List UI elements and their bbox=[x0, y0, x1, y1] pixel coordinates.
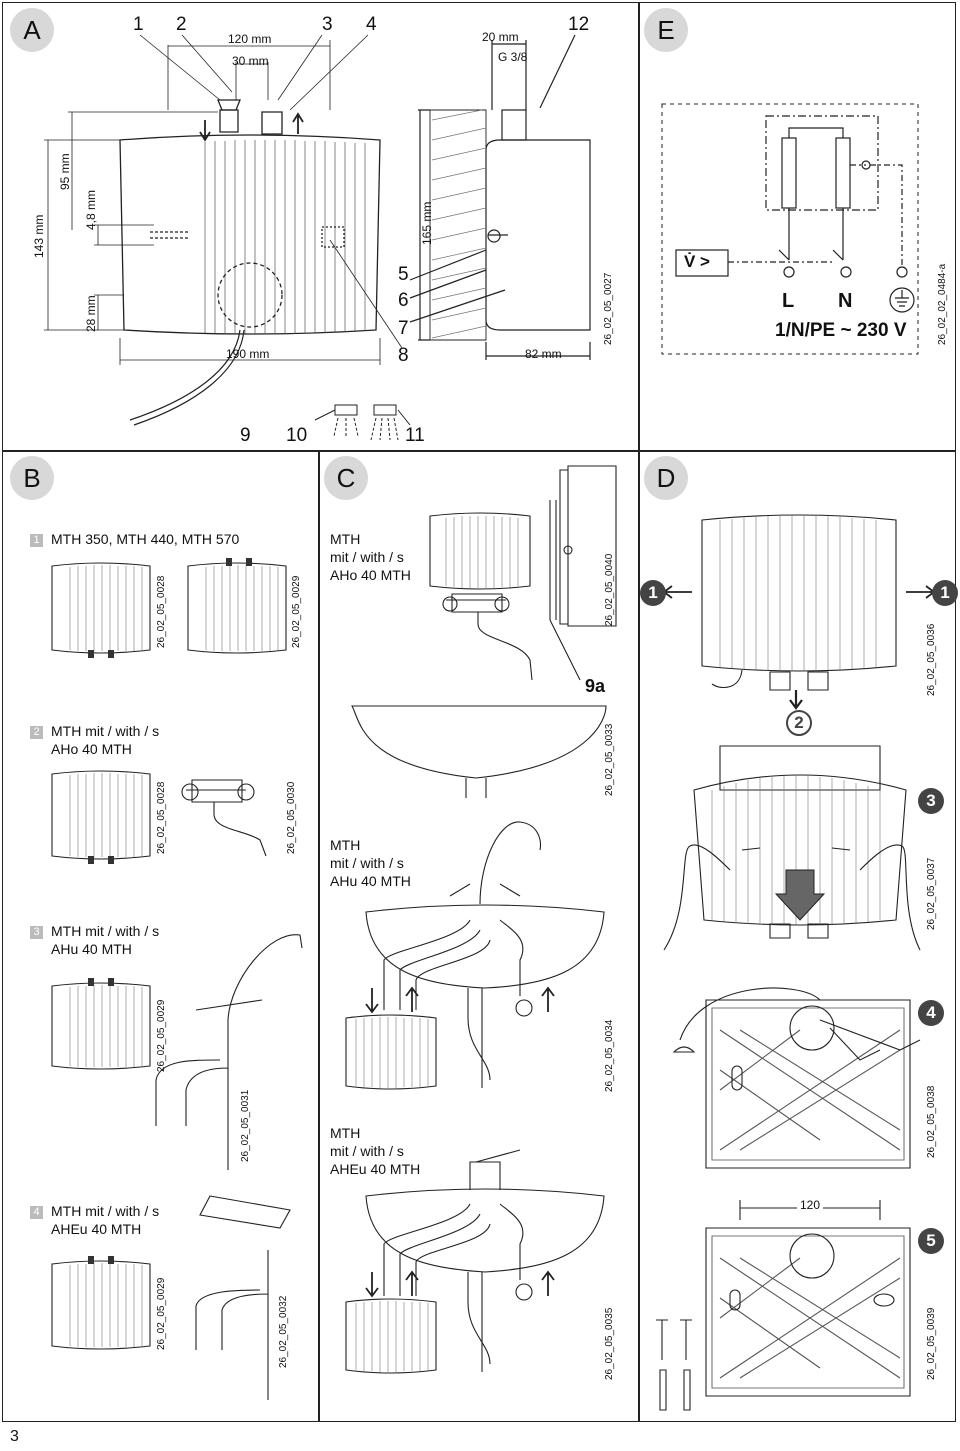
dim-190mm: 190 mm bbox=[226, 347, 270, 361]
divider-b-c bbox=[318, 450, 320, 1422]
c-item-1: MTH mit / with / s AHo 40 MTH bbox=[330, 530, 411, 584]
page-frame bbox=[2, 2, 956, 1422]
b-item-2: 2 MTH mit / with / s AHo 40 MTH bbox=[30, 722, 159, 758]
dim-thread: G 3/8 bbox=[498, 50, 528, 64]
volume-flow-symbol: V̇ > bbox=[684, 252, 710, 271]
d-step-1-left: 1 bbox=[640, 580, 666, 606]
c-item-1-line1: MTH bbox=[330, 531, 361, 547]
b-item-3: 3 MTH mit / with / s AHu 40 MTH bbox=[30, 922, 159, 958]
callout-8: 8 bbox=[398, 345, 409, 366]
d-step-1-right: 1 bbox=[932, 580, 958, 606]
b-item-4: 4 MTH mit / with / s AHEu 40 MTH bbox=[30, 1202, 159, 1238]
callout-2: 2 bbox=[176, 14, 187, 35]
b-item-3-line2: AHu 40 MTH bbox=[51, 941, 132, 957]
heater-front-view bbox=[44, 34, 591, 441]
figure-code-d-2: 26_02_05_0037 bbox=[926, 857, 937, 930]
b-item-2-num: 2 bbox=[30, 726, 43, 739]
c-item-2: MTH mit / with / s AHu 40 MTH bbox=[330, 836, 411, 890]
c-item-2-line3: AHu 40 MTH bbox=[330, 873, 411, 889]
divider-a-e bbox=[638, 2, 640, 450]
c-item-3: MTH mit / with / s AHEu 40 MTH bbox=[330, 1124, 420, 1178]
callout-10: 10 bbox=[286, 425, 308, 446]
c-item-3-line3: AHEu 40 MTH bbox=[330, 1161, 421, 1177]
dim-30mm: 30 mm bbox=[232, 54, 269, 68]
callout-9: 9 bbox=[240, 425, 251, 446]
page-number: 3 bbox=[10, 1428, 19, 1445]
panel-label-e: E bbox=[644, 8, 688, 52]
callout-12: 12 bbox=[568, 14, 590, 35]
d-step-3: 3 bbox=[918, 788, 944, 814]
panel-label-c: C bbox=[324, 456, 368, 500]
callout-5: 5 bbox=[398, 264, 409, 285]
callout-1: 1 bbox=[133, 14, 144, 35]
supply-voltage-label: 1/N/PE ~ 230 V bbox=[775, 320, 907, 341]
c-item-1-line2: mit / with / s bbox=[330, 549, 404, 565]
b-item-4-line2: AHEu 40 MTH bbox=[51, 1221, 142, 1237]
callout-6: 6 bbox=[398, 290, 409, 311]
b-item-4-num: 4 bbox=[30, 1206, 43, 1219]
callout-11: 11 bbox=[405, 425, 425, 446]
b-item-1-num: 1 bbox=[30, 534, 43, 547]
b-item-3-num: 3 bbox=[30, 926, 43, 939]
c-item-1-line3: AHo 40 MTH bbox=[330, 567, 411, 583]
dim-120mm: 120 mm bbox=[228, 32, 272, 46]
dim-82mm: 82 mm bbox=[525, 347, 562, 361]
b-item-2-line1: MTH mit / with / s bbox=[51, 723, 160, 739]
callout-4: 4 bbox=[366, 14, 377, 35]
c-item-3-line1: MTH bbox=[330, 1125, 361, 1141]
callout-3: 3 bbox=[322, 14, 333, 35]
b-item-3-line1: MTH mit / with / s bbox=[51, 923, 160, 939]
figure-code-d-4: 26_02_05_0039 bbox=[926, 1307, 937, 1380]
terminal-label-l: L bbox=[782, 290, 795, 312]
c-item-3-line2: mit / with / s bbox=[330, 1143, 404, 1159]
wiring-diagram bbox=[661, 103, 919, 355]
b-item-4-line1: MTH mit / with / s bbox=[51, 1203, 160, 1219]
d-step-5: 5 bbox=[918, 1228, 944, 1254]
divider-top bbox=[2, 450, 956, 452]
divider-c-d bbox=[638, 450, 640, 1422]
b-item-2-line2: AHo 40 MTH bbox=[51, 741, 132, 757]
figure-code-d-3: 26_02_05_0038 bbox=[926, 1085, 937, 1158]
d-step-4: 4 bbox=[918, 1000, 944, 1026]
panel-label-b: B bbox=[10, 456, 54, 500]
dim-20mm: 20 mm bbox=[482, 30, 519, 44]
callout-7: 7 bbox=[398, 318, 409, 339]
figure-code-d-1: 26_02_05_0036 bbox=[926, 623, 937, 696]
panel-label-d: D bbox=[644, 456, 688, 500]
label-9a: 9a bbox=[585, 676, 606, 696]
panel-label-a: A bbox=[10, 8, 54, 52]
b-item-1: 1 MTH 350, MTH 440, MTH 570 bbox=[30, 530, 239, 548]
terminal-label-n: N bbox=[838, 290, 853, 312]
c-item-2-line1: MTH bbox=[330, 837, 361, 853]
d-step-2: 2 bbox=[786, 710, 812, 736]
dim-120: 120 bbox=[797, 1198, 824, 1212]
c-item-2-line2: mit / with / s bbox=[330, 855, 404, 871]
b-item-1-text: MTH 350, MTH 440, MTH 570 bbox=[51, 531, 240, 547]
